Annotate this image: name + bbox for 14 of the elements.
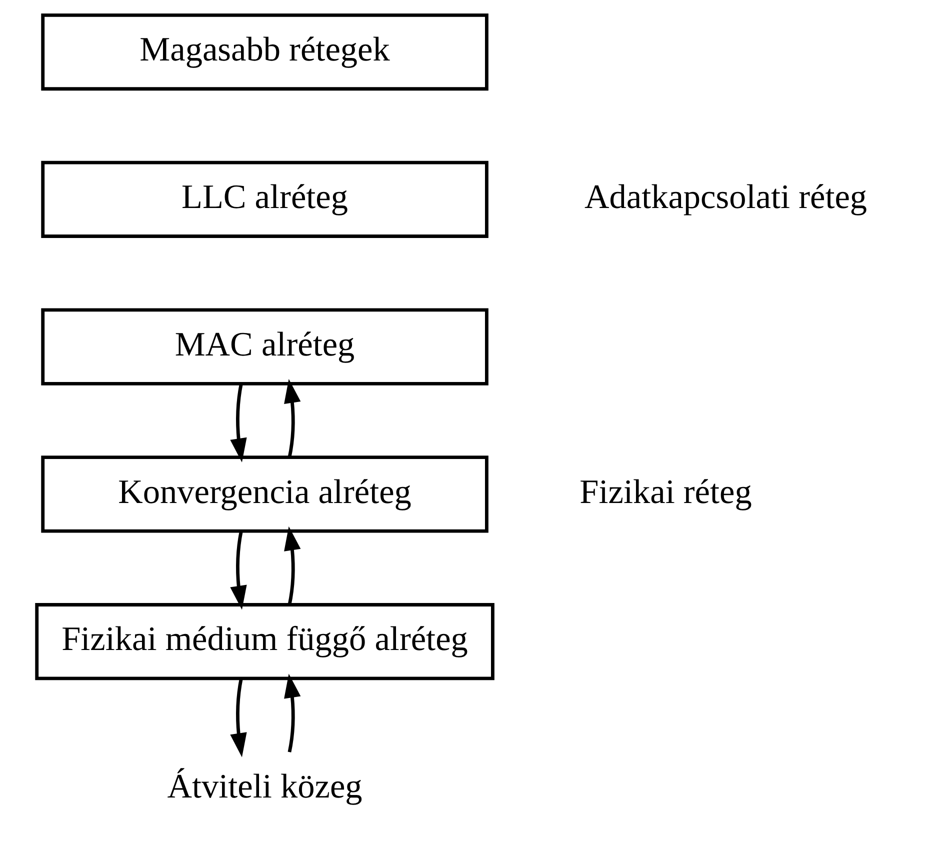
- arrow: [284, 526, 300, 605]
- label: Fizikai réteg: [579, 472, 752, 511]
- arrow: [230, 384, 246, 462]
- node-box: LLC alréteg: [40, 160, 488, 238]
- arrow: [230, 678, 246, 758]
- node-box: MAC alréteg: [40, 308, 488, 386]
- arrow: [284, 674, 300, 752]
- node-text: Átviteli közeg: [166, 768, 362, 806]
- node-box: Magasabb rétegek: [40, 14, 488, 91]
- label: Adatkapcsolati réteg: [584, 178, 867, 216]
- arrow: [230, 531, 246, 610]
- arrow: [284, 378, 300, 458]
- node-box: Fizikai médium függő alréteg: [34, 603, 494, 680]
- node-box: Konvergencia alréteg: [40, 456, 488, 533]
